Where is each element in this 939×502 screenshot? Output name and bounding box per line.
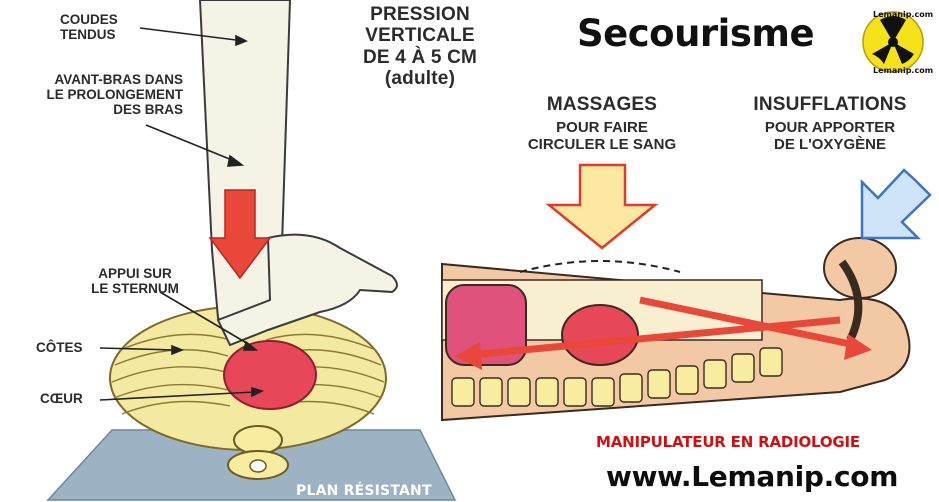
label-pression-line1: PRESSION <box>370 4 470 25</box>
label-pointers <box>99 27 265 401</box>
label-avant-line1: AVANT-BRAS DANS <box>54 72 183 87</box>
blood-flow-arrows <box>455 296 872 370</box>
label-massages-line1: POUR FAIRE <box>556 119 648 136</box>
label-appui-line1: APPUI SUR <box>98 266 172 281</box>
page-title: Secourisme <box>577 12 815 55</box>
label-coeur: CŒUR <box>40 391 83 406</box>
label-avant-bras: AVANT-BRAS DANS LE PROLONGEMENT DES BRAS <box>8 72 183 117</box>
hand <box>216 233 398 347</box>
label-massages-title: MASSAGES <box>546 94 658 115</box>
label-coudes: COUDES TENDUS <box>60 12 118 42</box>
label-coudes-line1: COUDES <box>60 12 118 27</box>
label-pression-line3: DE 4 À 5 CM <box>362 46 478 68</box>
label-insufflations-line1: POUR APPORTER <box>764 119 896 136</box>
label-coudes-line2: TENDUS <box>60 27 116 43</box>
logo-text-bottom: Lemanip.com <box>873 66 934 75</box>
lemanip-logo <box>862 11 924 73</box>
spine-left <box>227 425 289 480</box>
massage-arrow <box>545 163 659 250</box>
chest-dashed-line <box>519 260 681 273</box>
pressure-arrow <box>208 189 272 280</box>
lung <box>445 284 527 366</box>
label-insufflations: INSUFFLATIONS <box>720 94 939 115</box>
airway <box>838 259 863 342</box>
label-insufflations-line2: DE L'OXYGÈNE <box>774 135 886 153</box>
heart-left <box>223 340 317 410</box>
label-appui: APPUI SUR LE STERNUM <box>70 266 200 296</box>
head <box>823 237 897 299</box>
label-pression-line4: (adulte) <box>384 67 456 89</box>
label-avant-line3: DES BRAS <box>113 102 183 118</box>
label-cotes: CÔTES <box>36 340 83 355</box>
label-plan-resistant: PLAN RÉSISTANT <box>296 483 432 499</box>
label-insufflations-title: INSUFFLATIONS <box>753 94 907 115</box>
spine-right <box>451 347 783 407</box>
heart-right <box>561 304 639 366</box>
label-massages-desc: POUR FAIRE CIRCULER LE SANG <box>500 119 704 154</box>
website-url[interactable]: www.Lemanip.com <box>606 460 899 493</box>
label-pression: PRESSION VERTICALE DE 4 À 5 CM (adulte) <box>320 4 520 89</box>
label-pression-line2: VERTICALE <box>365 25 475 47</box>
subtitle-manipulateur: MANIPULATEUR EN RADIOLOGIE <box>596 433 860 451</box>
label-avant-line2: LE PROLONGEMENT <box>46 87 183 103</box>
logo-text-top: Lemanip.com <box>873 10 934 19</box>
label-massages: MASSAGES <box>512 94 692 115</box>
label-appui-line2: LE STERNUM <box>91 281 179 297</box>
label-massages-line2: CIRCULER LE SANG <box>527 135 677 153</box>
label-insufflations-desc: POUR APPORTER DE L'OXYGÈNE <box>730 119 930 154</box>
insufflation-arrow <box>860 168 932 240</box>
